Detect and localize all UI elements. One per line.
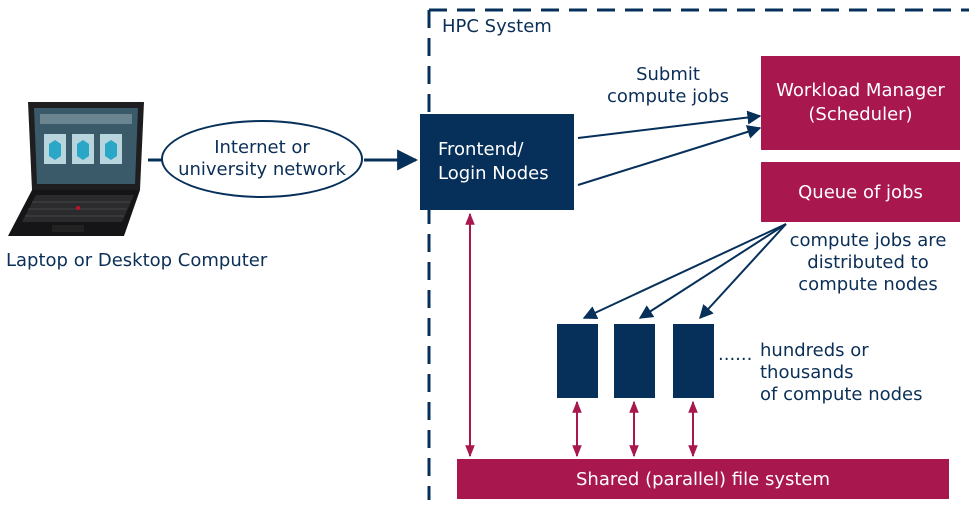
nodes-count-text: hundreds or thousands of compute nodes bbox=[760, 340, 965, 406]
submit-label: Submit compute jobs bbox=[598, 64, 738, 108]
submit-line1: Submit bbox=[636, 64, 700, 85]
queue-label: Queue of jobs bbox=[798, 181, 923, 203]
workload-manager-box: Workload Manager (Scheduler) bbox=[761, 56, 960, 150]
distributed-line2: distributed to bbox=[807, 252, 929, 273]
frontend-line1: Frontend/ bbox=[438, 139, 524, 160]
network-ellipse: Internet or university network bbox=[161, 120, 363, 198]
queue-of-jobs-box: Queue of jobs bbox=[761, 162, 960, 222]
hpc-boundary bbox=[427, 8, 969, 500]
compute-node-1 bbox=[557, 324, 598, 398]
frontend-login-nodes-box: Frontend/ Login Nodes bbox=[420, 114, 574, 210]
workload-line1: Workload Manager bbox=[776, 80, 945, 101]
distribute-arrow-1 bbox=[582, 223, 787, 320]
submit-line2: compute jobs bbox=[607, 86, 729, 107]
compute-node-3 bbox=[673, 324, 714, 398]
laptop-caption: Laptop or Desktop Computer bbox=[6, 250, 268, 271]
frontend-line2: Login Nodes bbox=[438, 163, 549, 184]
distributed-text: compute jobs are distributed to compute … bbox=[770, 230, 966, 296]
nodes-line3: of compute nodes bbox=[760, 384, 923, 405]
filesystem-label: Shared (parallel) file system bbox=[575, 468, 831, 490]
distributed-line1: compute jobs are bbox=[789, 230, 947, 251]
submit-arrow-1 bbox=[577, 110, 762, 139]
nodes-ellipsis: ...... bbox=[718, 344, 753, 365]
nodes-line1: hundreds or bbox=[760, 340, 869, 361]
compute-node-2 bbox=[614, 324, 655, 398]
shared-filesystem-box: Shared (parallel) file system bbox=[457, 459, 949, 499]
distribute-arrow-2 bbox=[638, 223, 787, 319]
laptop-icon bbox=[8, 102, 144, 236]
workload-line2: (Scheduler) bbox=[808, 104, 913, 125]
hpc-title: HPC System bbox=[442, 16, 552, 37]
nodes-line2: thousands bbox=[760, 362, 854, 383]
network-line2: university network bbox=[178, 159, 346, 180]
distributed-line3: compute nodes bbox=[798, 274, 938, 295]
network-line1: Internet or bbox=[214, 137, 310, 158]
distribute-arrow-3 bbox=[699, 223, 787, 320]
submit-arrow-2 bbox=[577, 125, 762, 186]
